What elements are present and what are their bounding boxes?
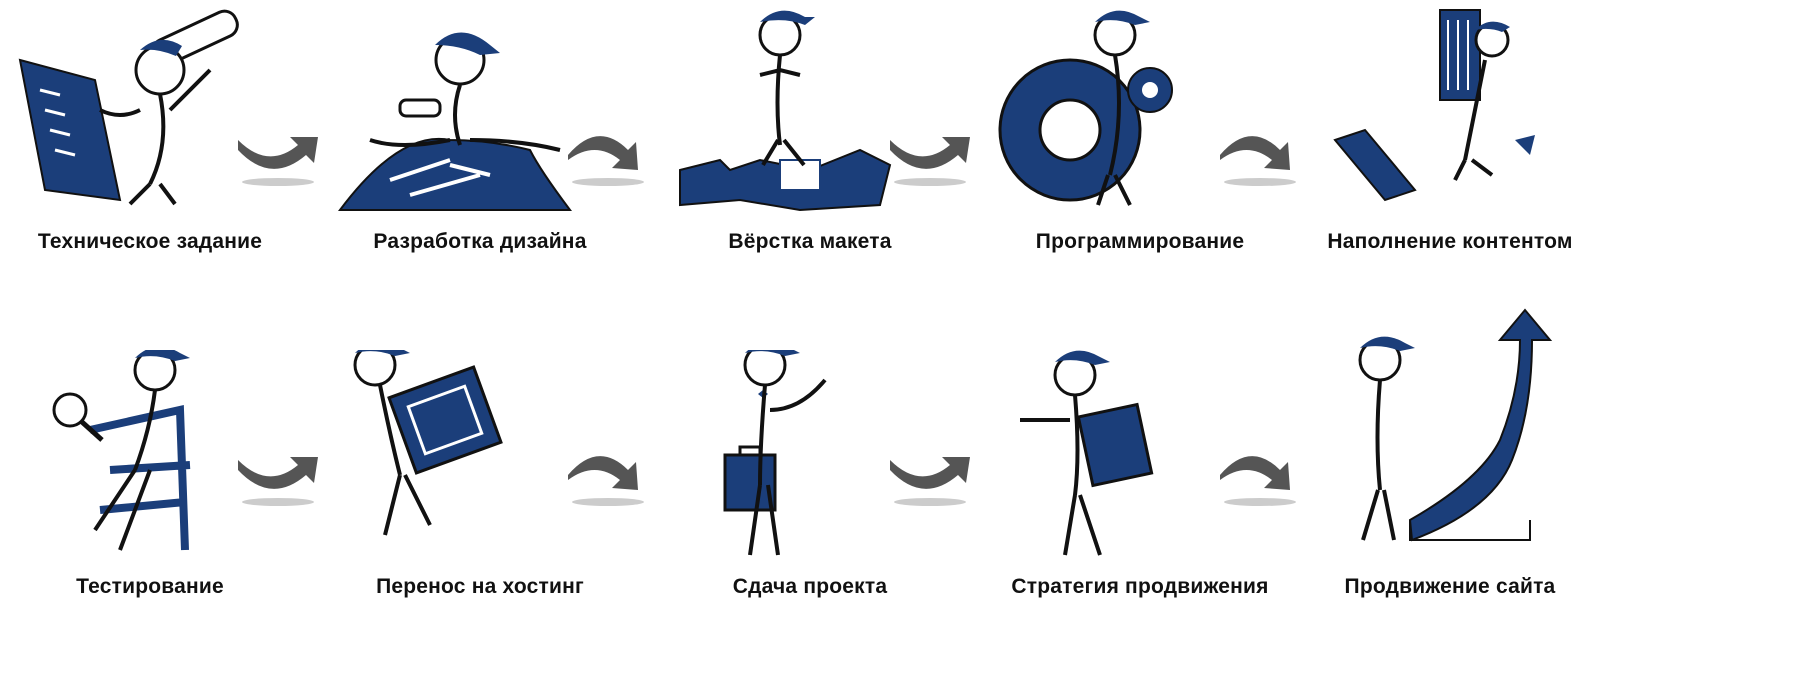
step-label: Тестирование [0,575,300,599]
step-label: Стратегия продвижения [990,575,1290,599]
promotion-stairs-icon [1300,300,1600,575]
step-content: Наполнение контентом [1300,0,1600,340]
flow-arrow-icon [880,120,990,210]
flow-arrow-icon [558,120,668,210]
flow-arrow-icon [558,440,668,530]
flow-arrow-icon [228,120,338,210]
step-label: Сдача проекта [660,575,960,599]
step-label: Программирование [990,230,1290,254]
flow-arrow-icon [228,440,338,530]
content-server-icon [1300,0,1600,230]
step-label: Разработка дизайна [330,230,630,254]
step-label: Наполнение контентом [1300,230,1600,254]
step-label: Продвижение сайта [1300,575,1600,599]
step-label: Вёрстка макета [660,230,960,254]
step-promotion: Продвижение сайта [1300,300,1600,640]
flow-arrow-icon [880,440,990,530]
step-label: Техническое задание [0,230,300,254]
step-label: Перенос на хостинг [330,575,630,599]
